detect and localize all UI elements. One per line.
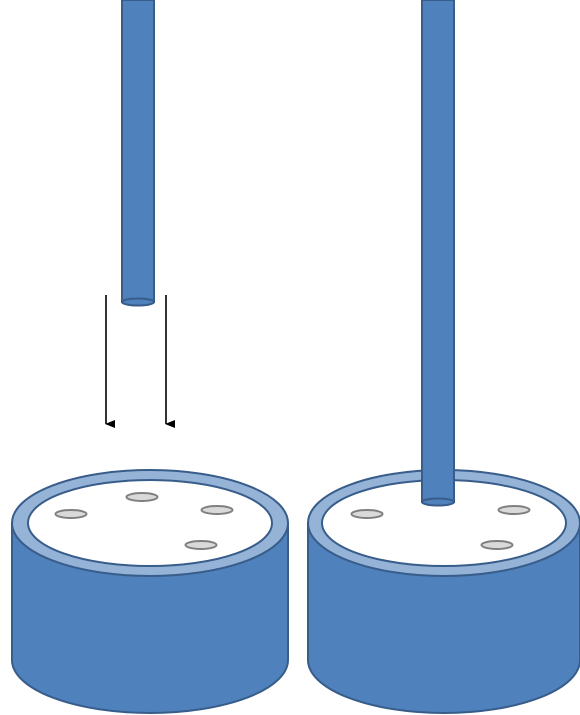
right-spot-3 <box>480 540 514 550</box>
right-spot-1 <box>350 509 384 519</box>
left-panel <box>11 0 289 714</box>
left-rod <box>121 0 155 307</box>
left-spot-3 <box>200 505 234 515</box>
right-spot-2 <box>497 505 531 515</box>
left-spot-1 <box>54 509 88 519</box>
right-panel <box>307 0 580 714</box>
left-spot-2 <box>125 492 159 502</box>
right-dish <box>307 469 580 714</box>
left-dish <box>11 469 289 714</box>
left-spot-4 <box>184 540 218 550</box>
right-rod <box>421 0 455 507</box>
